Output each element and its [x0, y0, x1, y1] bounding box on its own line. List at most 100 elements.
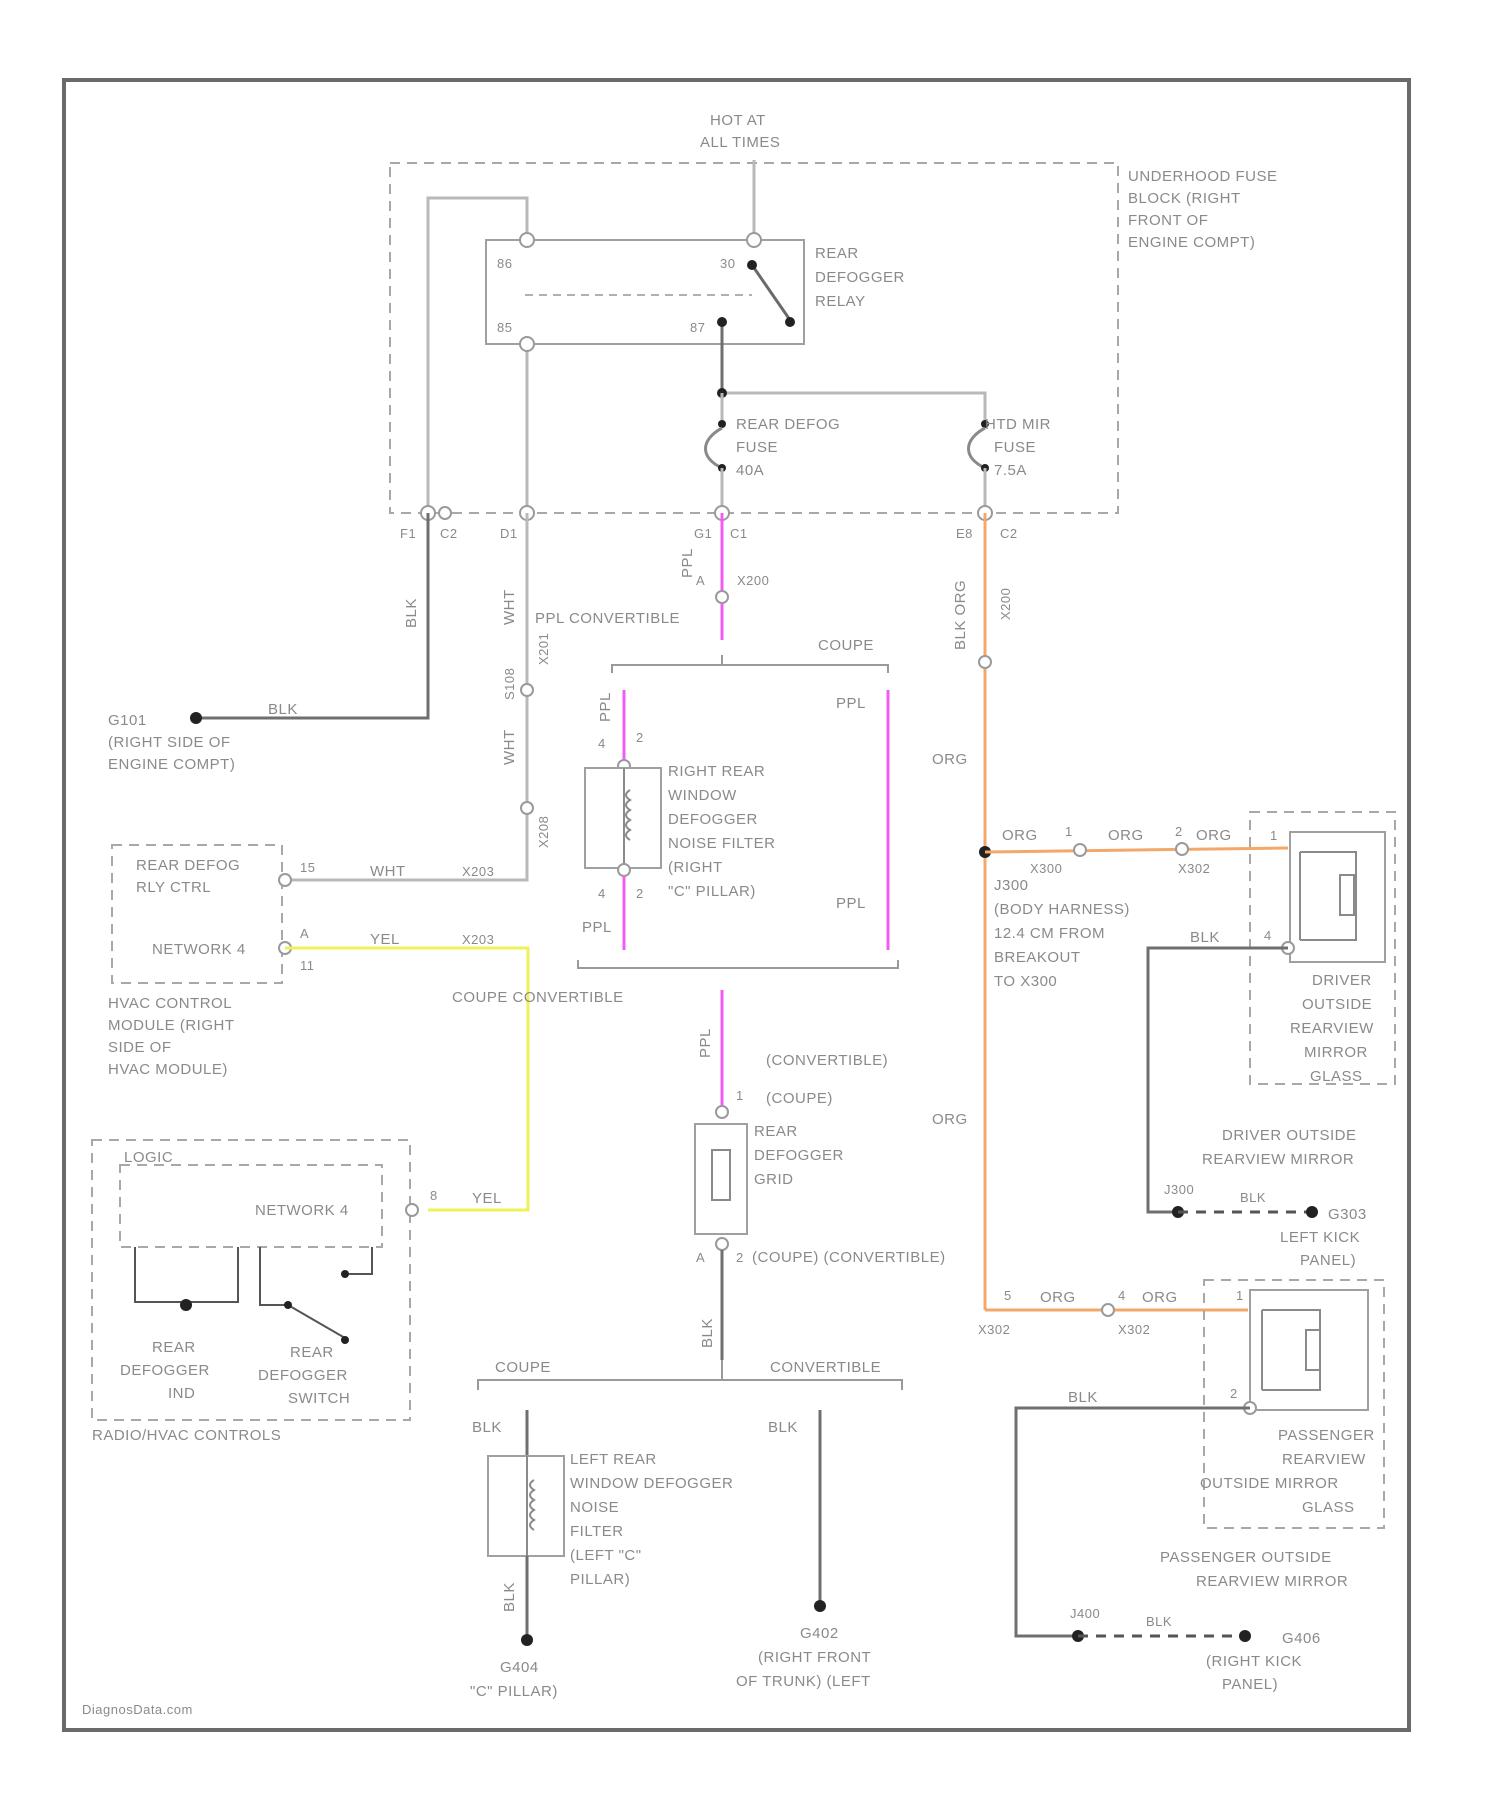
- g303-label-1: G303: [1328, 1206, 1367, 1223]
- grid-pin-2: 2: [736, 1250, 744, 1265]
- ufb-label-1: UNDERHOOD FUSE: [1128, 168, 1278, 185]
- ppl-wire-color: PPL: [679, 548, 696, 578]
- grid-label-3: GRID: [754, 1171, 794, 1188]
- ufb-label-2: BLOCK (RIGHT: [1128, 190, 1241, 207]
- org-feed-color-x200: X200: [998, 588, 1013, 620]
- coupe-top-label: COUPE: [818, 637, 874, 654]
- pm-glass-label-4: GLASS: [1302, 1499, 1355, 1516]
- rrf-pin-2-top: 2: [636, 730, 644, 745]
- body-label-5: TO X300: [994, 973, 1057, 990]
- org-feed-color-2: ORG: [932, 751, 968, 768]
- hvac-rear-defog-label-2: RLY CTRL: [136, 879, 211, 896]
- switch-contact-2: [341, 1336, 349, 1344]
- org-dm-pin-1: 1: [1065, 824, 1073, 839]
- rrf-pin-2-bottom: 2: [636, 886, 644, 901]
- ppl-convertible-label: PPL CONVERTIBLE: [535, 610, 680, 627]
- network-yel-wire[interactable]: [285, 948, 528, 1210]
- pm-label-1: PASSENGER OUTSIDE: [1160, 1549, 1332, 1566]
- ppl-grid-coupe: (COUPE): [766, 1090, 833, 1107]
- radio-network-label: NETWORK 4: [255, 1202, 349, 1219]
- pin-c2-right: C2: [1000, 526, 1018, 541]
- ctrl-wire-inline-conn: [521, 684, 533, 696]
- htd-mir-fuse: [969, 428, 986, 468]
- ctrl-wire-color-2: WHT: [501, 729, 518, 765]
- relay-85-terminal: [520, 337, 534, 351]
- grid-conn-bottom: [716, 1238, 728, 1250]
- hot-label-2: ALL TIMES: [700, 134, 780, 151]
- rear-defogger-relay: [486, 240, 804, 344]
- pin-f1: F1: [400, 526, 416, 541]
- radio-sw-label-2: DEFOGGER: [258, 1367, 348, 1384]
- radio-switch-lead: [260, 1247, 288, 1305]
- org-inline-conn: [979, 656, 991, 668]
- net-wire-color-2: YEL: [472, 1190, 502, 1207]
- ppl-right-label-1: PPL: [836, 695, 866, 712]
- ppl-grid-color: PPL: [697, 1028, 714, 1058]
- hvac-network-label: NETWORK 4: [152, 941, 246, 958]
- relay-pin-86: 86: [497, 256, 512, 271]
- pm-pin-1: 1: [1236, 1288, 1244, 1303]
- relay-pin-85: 85: [497, 320, 512, 335]
- fuse1-label-1: REAR DEFOG: [736, 416, 840, 433]
- pm-glass-label-1: PASSENGER: [1278, 1427, 1375, 1444]
- org-feed-color-1: BLK ORG: [952, 580, 969, 650]
- body-label-2: (BODY HARNESS): [994, 901, 1130, 918]
- radio-ind-loop: [135, 1247, 238, 1302]
- rrf-label-3: DEFOGGER: [668, 811, 758, 828]
- relay-87-terminal: [717, 317, 727, 327]
- body-label-3: 12.4 CM FROM: [994, 925, 1105, 942]
- relay-pin-87: 87: [690, 320, 705, 335]
- ctrl-wire-color-1: WHT: [501, 589, 518, 625]
- g404-label-1: G404: [500, 1659, 539, 1676]
- ground-g303-point: [1306, 1206, 1318, 1218]
- lrf-label-3: NOISE: [570, 1499, 619, 1516]
- j300-blk: BLK: [1240, 1190, 1266, 1205]
- grid-label-2: DEFOGGER: [754, 1147, 844, 1164]
- convertible-bottom-label: CONVERTIBLE: [770, 1359, 881, 1376]
- org-pm-conn-1: [1102, 1304, 1114, 1316]
- body-label-4: BREAKOUT: [994, 949, 1081, 966]
- hvac-pin-15: 15: [300, 860, 315, 875]
- passenger-mirror-ground-wire: [1016, 1408, 1250, 1636]
- relay-switch-pivot: [747, 260, 757, 270]
- ground-g101-wire: [198, 513, 428, 718]
- g101-label-3: ENGINE COMPT): [108, 756, 235, 773]
- hvacm-label-3: SIDE OF: [108, 1039, 172, 1056]
- pin-g1: G1: [694, 526, 712, 541]
- lrf-label-2: WINDOW DEFOGGER: [570, 1475, 733, 1492]
- ctrl-wire-color-3: WHT: [370, 863, 406, 880]
- lrf-wire-color-bottom: BLK: [501, 1582, 518, 1612]
- pm-glass-label-3: OUTSIDE MIRROR: [1200, 1475, 1339, 1492]
- dm-glass-label-3: REARVIEW: [1290, 1020, 1374, 1037]
- lrf-label-5: (LEFT "C": [570, 1547, 642, 1564]
- g406-label-2: (RIGHT KICK: [1206, 1653, 1302, 1670]
- rear-defogger-ind: [180, 1299, 192, 1311]
- grid-label-1: REAR: [754, 1123, 798, 1140]
- relay-86-terminal: [520, 233, 534, 247]
- g303-label-2: LEFT KICK: [1280, 1229, 1360, 1246]
- org-dm-conn-2: [1176, 843, 1188, 855]
- rear-defogger-switch[interactable]: [288, 1305, 345, 1338]
- ufb-label-3: FRONT OF: [1128, 212, 1208, 229]
- hot-label-1: HOT AT: [710, 112, 766, 129]
- conn-c2-left: [439, 507, 451, 519]
- ppl-splice-x200: X200: [737, 573, 769, 588]
- hvac-rear-defog-label-1: REAR DEFOG: [136, 857, 240, 874]
- org-dm-pin-2: 2: [1175, 824, 1183, 839]
- grid-conn-top: [716, 1106, 728, 1118]
- lrf-label-4: FILTER: [570, 1523, 624, 1540]
- hvac-pin-a: A: [300, 926, 309, 941]
- radio-sw-label-3: SWITCH: [288, 1390, 350, 1407]
- pin-c1: C1: [730, 526, 748, 541]
- org-dm-x300: X300: [1030, 861, 1062, 876]
- g406-label-1: G406: [1282, 1630, 1321, 1647]
- org-dm-color-1: ORG: [1002, 827, 1038, 844]
- ctrl-wire-conn: X201: [536, 633, 551, 665]
- lrf-label-6: PILLAR): [570, 1571, 630, 1588]
- fuse2-label-2: FUSE: [994, 439, 1036, 456]
- dm-pin-4: 4: [1264, 928, 1272, 943]
- org-dm-conn-1: [1074, 844, 1086, 856]
- ctrl-wire-splice: S108: [502, 668, 517, 700]
- rrf-label-2: WINDOW: [668, 787, 737, 804]
- org-driver-mirror-wire[interactable]: [985, 848, 1288, 852]
